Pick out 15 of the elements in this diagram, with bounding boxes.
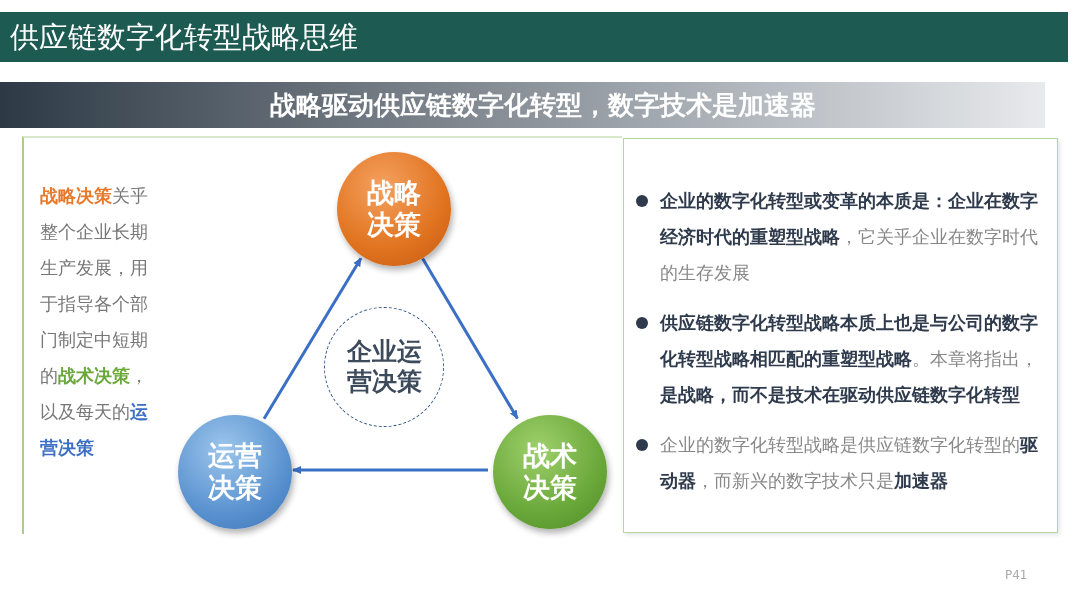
title-bar: 供应链数字化转型战略思维 — [0, 12, 1068, 62]
paragraph-text: 战略决策关乎整个企业长期生产发展，用于指导各个部门制定中短期的战术决策，以及每天的运营决策 — [40, 184, 149, 460]
bullet-text: 企业的数字化转型战略是供应链数字化转型的驱动器，而新兴的数字技术只是加速器 — [660, 433, 1039, 493]
decision-circle: 战略决策 — [337, 152, 451, 266]
arrow — [421, 257, 519, 420]
bullet-text: 供应链数字化转型战略本质上也是与公司的数字化转型战略相匹配的重塑型战略。本章将指出，是战略，而不是技术在驱动供应链数字化转型 — [660, 311, 1039, 407]
bullet-text: 企业的数字化转型或变革的本质是：企业在数字经济时代的重塑型战略，它关乎企业在数字时代的生存发展 — [660, 189, 1039, 285]
arrow — [292, 466, 488, 474]
decision-circle: 运营决策 — [178, 415, 292, 529]
arrow — [262, 257, 363, 420]
panel-frame — [22, 136, 622, 534]
bullet-panel — [623, 138, 1058, 533]
page-number: P41 — [1005, 568, 1029, 582]
decision-circle: 战术决策 — [493, 415, 607, 529]
subtitle-banner: 战略驱动供应链数字化转型，数字技术是加速器 — [0, 82, 1045, 128]
